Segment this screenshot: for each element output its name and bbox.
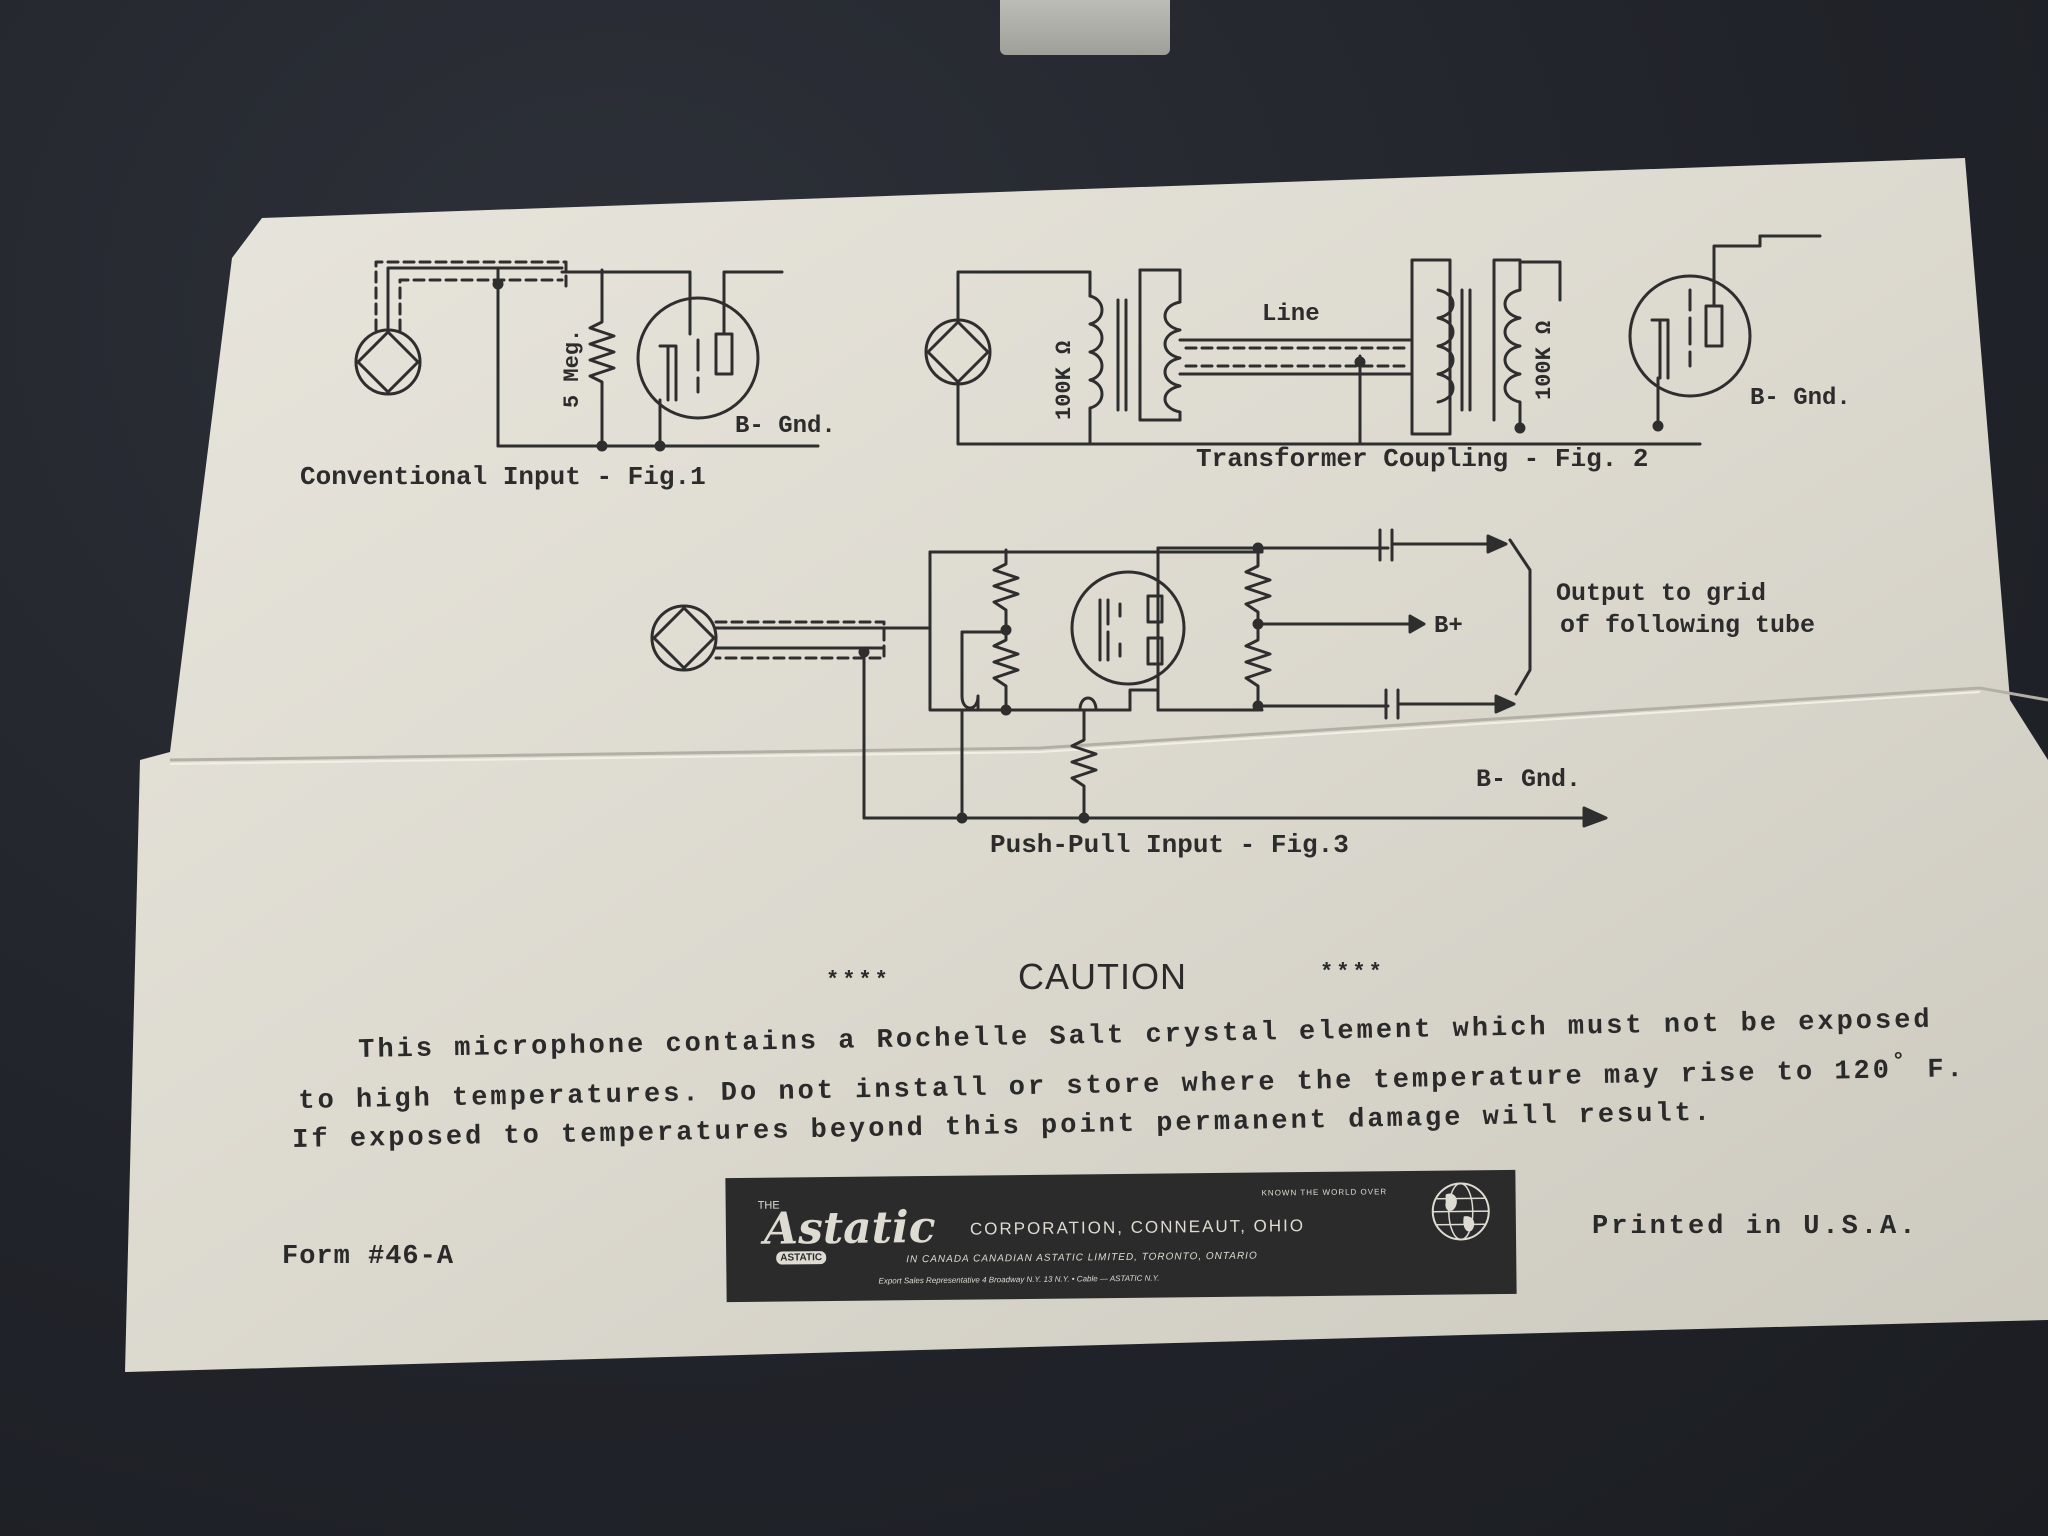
fig3-output-label-line2: of following tube: [1560, 611, 1815, 640]
fig2-tube: [1628, 274, 1752, 398]
fig2-line-label: Line: [1262, 301, 1320, 328]
form-number: Form #46-A: [282, 1242, 455, 1272]
logo-badge: ASTATIC: [776, 1251, 827, 1265]
fig2-left-impedance-label: 100K Ω: [1052, 341, 1077, 420]
fig2-left-coil-secondary: [1163, 300, 1182, 422]
logo-canada-line: IN CANADA CANADIAN ASTATIC LIMITED, TORO…: [906, 1250, 1258, 1266]
fig2-right-coil: [1436, 288, 1455, 404]
fig1-schematic: [354, 260, 820, 452]
logo-tagline: KNOWN THE WORLD OVER: [1261, 1187, 1388, 1198]
caution-heading: CAUTION: [1018, 956, 1187, 997]
logo-corporation-line: CORPORATION, CONNEAUT, OHIO: [969, 1216, 1306, 1239]
fig1-resistor-label: 5 Meg.: [560, 329, 585, 408]
fig2-left-coil: [1088, 294, 1104, 422]
fig3-grid-resistor-bottom: [992, 624, 1020, 712]
fig3-microphone-symbol: [650, 604, 718, 672]
fig3-output-label-line1: Output to grid: [1556, 579, 1766, 608]
caution-stars-right: ****: [1320, 960, 1385, 985]
fig3-ground-label: B- Gnd.: [1476, 765, 1581, 794]
fig1-ground-label: B- Gnd.: [735, 413, 836, 440]
box-corner: [1000, 0, 1170, 55]
paper: [125, 158, 2048, 1372]
fig3-caption: Push-Pull Input - Fig.3: [990, 830, 1349, 860]
fig2-right-impedance-label: 100K Ω: [1532, 321, 1557, 400]
fig3-schematic: [650, 528, 1608, 828]
fig3-tube: [1070, 570, 1186, 686]
degree-symbol: °: [1891, 1049, 1909, 1075]
fig2-caption: Transformer Coupling - Fig. 2: [1196, 444, 1648, 474]
fig3-plate-resistor-top: [1244, 546, 1272, 626]
astatic-logo-banner: THE Astatic ASTATIC CORPORATION, CONNEAU…: [725, 1169, 1517, 1303]
fig2-ground-label: B- Gnd.: [1750, 385, 1851, 412]
fig3-plate-resistor-bottom: [1244, 622, 1272, 708]
paper-fold-crease: [169, 686, 2048, 762]
globe-icon: [1431, 1182, 1490, 1241]
fig1-caption: Conventional Input - Fig.1: [300, 462, 706, 492]
fig2-schematic: [924, 234, 1822, 446]
fig3-cathode-resistor: [1070, 726, 1098, 820]
fig2-right-coil-secondary: [1503, 260, 1522, 430]
logo-export-line: Export Sales Representative 4 Broadway N…: [878, 1273, 1160, 1286]
logo-brand: Astatic: [763, 1201, 936, 1255]
fig3-grid-resistor-top: [992, 548, 1020, 628]
caution-stars-left: ****: [826, 968, 891, 993]
caution-line-2-unit: F.: [1927, 1054, 1967, 1086]
fig1-resistor: [588, 308, 616, 448]
fig1-tube: [636, 296, 760, 420]
printed-in-label: Printed in U.S.A.: [1592, 1212, 1919, 1242]
fig3-bplus-label: B+: [1434, 613, 1463, 640]
